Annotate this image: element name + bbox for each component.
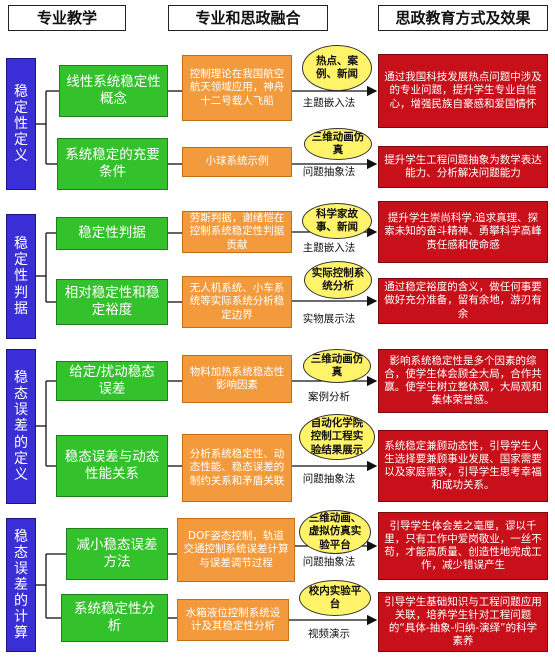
effect-box: 影响系统稳定性是多个因素的综合，使学生体会顾全大局，合作共赢。使学生树立整体观，… [378, 349, 548, 413]
method-label: 问题抽象法 [302, 556, 356, 569]
integration-box: 控制理论在我国航空航天领域应用，神舟十二号载人飞船 [182, 55, 292, 121]
header-effect: 思政教育方式及效果 [378, 5, 548, 31]
header-integration: 专业和思政融合 [168, 5, 328, 31]
topic-box: 相对稳定性和稳定裕度 [56, 279, 168, 325]
effect-box: 提升学生崇尚科学,追求真理、探索未知的奋斗精神、勇攀科学高峰责任感和使命感 [378, 201, 548, 263]
section-steady-error-calculation: 稳态误差的计算 [6, 518, 36, 652]
topic-box: 给定/扰动稳态误差 [56, 361, 168, 401]
integration-box: 劳斯判据，谢绪恺在控制系统稳定性判据贡献 [182, 211, 292, 253]
method-label: 问题抽象法 [302, 166, 356, 179]
method-tag-oval: 三维动画、虚拟仿真实验平台 [299, 510, 371, 554]
topic-box: 稳定性判据 [56, 217, 168, 250]
topic-box: 稳态误差与动态性能关系 [56, 435, 168, 497]
method-tag-oval: 校内实验平台 [299, 580, 371, 616]
integration-box: 水箱液位控制系统设计及其稳定性分析 [177, 599, 289, 641]
method-tag-oval: 三维动画仿真 [304, 128, 372, 160]
effect-box: 通过我国科技发展热点问题中涉及的专业问题，提升学生专业自信心，增强民族自豪感和爱… [378, 54, 548, 128]
header-teaching: 专业教学 [8, 5, 126, 31]
method-label: 视频演示 [308, 628, 350, 641]
effect-box: 系统稳定兼顾动态性，引导学生人生选择要兼顾事业发展、国家需要以及家庭需求，引导学… [378, 430, 548, 502]
topic-box: 线性系统稳定性概念 [59, 65, 168, 117]
method-tag-oval: 热点、案例、新闻 [302, 45, 372, 91]
effect-box: 提升学生工程问题抽象为数学表达能力、分析解决问题能力 [378, 146, 548, 188]
section-stability-criterion: 稳定性判据 [6, 214, 36, 339]
topic-box: 系统稳定的充要条件 [57, 138, 168, 190]
method-tag-oval: 自动化学院控制工程实验结果展示 [299, 414, 375, 460]
topic-box: 减小稳态误差方法 [66, 528, 168, 580]
method-label: 案例分析 [308, 391, 350, 404]
effect-box: 引导学生基础知识与工程问题应用关联，培养学生针对工程问题的“具体-抽象-归纳-演… [378, 592, 548, 652]
section-steady-error-definition: 稳态误差的定义 [6, 349, 36, 504]
method-tag-oval: 科学家故事、新闻 [302, 203, 372, 239]
method-tag-oval: 三维动画仿真 [303, 349, 371, 383]
integration-box: 无人机系统、小车系统等实际系统分析稳定边界 [182, 276, 292, 328]
integration-box: 物料加热系统稳态性影响因素 [182, 355, 292, 403]
section-stability-definition: 稳定性定义 [6, 58, 36, 190]
method-label: 主题嵌入法 [302, 97, 356, 110]
topic-box: 系统稳定性分析 [61, 594, 168, 642]
integration-box: 小球系统示例 [182, 147, 292, 177]
method-label: 实物展示法 [302, 313, 356, 326]
effect-box: 引导学生体会差之毫厘，谬以千里，只有工作中爱岗敬业，一丝不苟，才能高质量、创造性… [378, 512, 548, 580]
effect-box: 通过稳定裕度的含义，做任何事要做好充分准备，留有余地，游刃有余 [378, 278, 548, 324]
method-label: 问题抽象法 [302, 473, 356, 486]
integration-box: 分析系统稳定性、动态性能、稳态误差的制约关系和矛盾关联 [182, 434, 292, 502]
integration-box: DOF姿态控制，轨道交通控制系统误差计算与误差调节过程 [177, 518, 295, 582]
method-label: 主题嵌入法 [302, 242, 356, 255]
method-tag-oval: 实际控制系统分析 [304, 261, 372, 299]
